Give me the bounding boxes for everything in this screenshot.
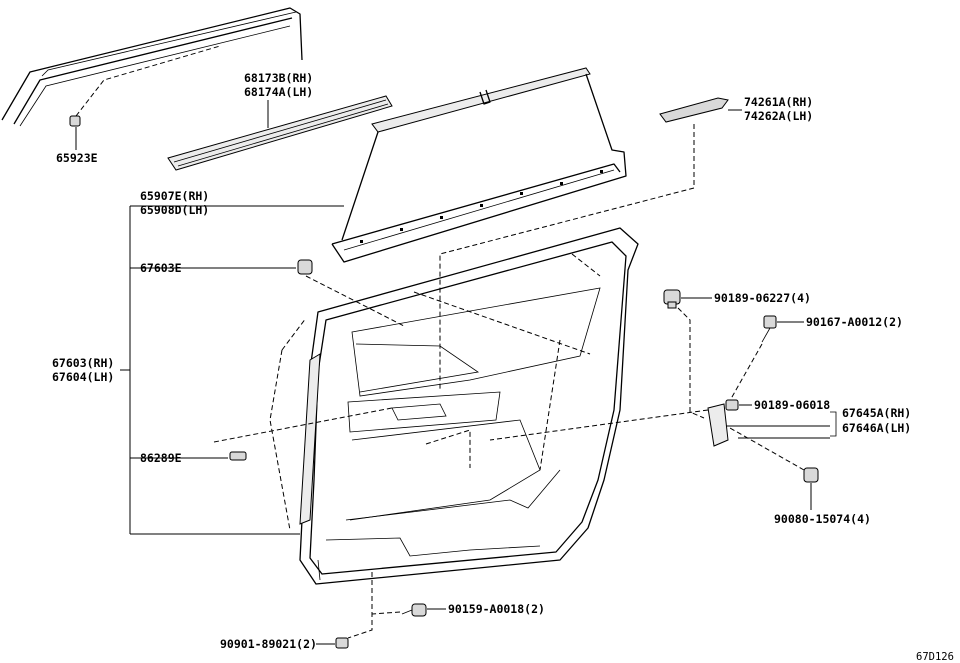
garnish-74261a-part	[439, 97, 742, 390]
weatherstrip-part	[167, 95, 393, 171]
label-74262a: 74262A(LH)	[744, 109, 813, 123]
label-90189-06227: 90189-06227(4)	[714, 291, 811, 305]
clip-67603e-part	[297, 259, 405, 327]
clip-86289e-part	[213, 407, 393, 461]
screw-90159-a0018-part	[371, 603, 446, 617]
clip-90189-06227-part	[663, 289, 712, 419]
clip-65923e-part	[69, 45, 221, 150]
label-90167-a0012: 90167-A0012(2)	[806, 315, 903, 329]
label-68174a: 68174A(LH)	[244, 85, 313, 99]
label-68173b: 68173B(RH)	[244, 71, 313, 85]
label-65923e: 65923E	[56, 151, 98, 165]
left-bracket-lines	[120, 205, 344, 535]
door-trim-board-part	[269, 227, 639, 585]
label-90189-06018: 90189-06018	[754, 398, 830, 412]
label-90080-15074: 90080-15074(4)	[774, 512, 871, 526]
label-67603e: 67603E	[140, 261, 182, 275]
screw-90167-a0012-part	[727, 315, 804, 405]
diagram-reference-code: 67D126	[916, 651, 954, 663]
label-65908d: 65908D(LH)	[140, 203, 209, 217]
label-74261a: 74261A(RH)	[744, 95, 813, 109]
clip-90901-89021-part	[316, 572, 373, 649]
label-65907e: 65907E(RH)	[140, 189, 209, 203]
label-67603: 67603(RH)	[52, 356, 114, 370]
window-frame-part	[1, 7, 303, 127]
bracket-67645a-part	[489, 403, 837, 447]
label-67645a: 67645A(RH)	[842, 406, 911, 420]
clip-90189-06018-part	[725, 399, 752, 411]
label-90159-a0018: 90159-A0018(2)	[448, 602, 545, 616]
label-67646a: 67646A(LH)	[842, 421, 911, 435]
door-frame-sub-assy-part	[331, 67, 627, 263]
bolt-90080-15074-part	[729, 427, 819, 510]
label-86289e: 86289E	[140, 451, 182, 465]
label-67604: 67604(LH)	[52, 370, 114, 384]
label-90901-89021: 90901-89021(2)	[220, 637, 317, 651]
